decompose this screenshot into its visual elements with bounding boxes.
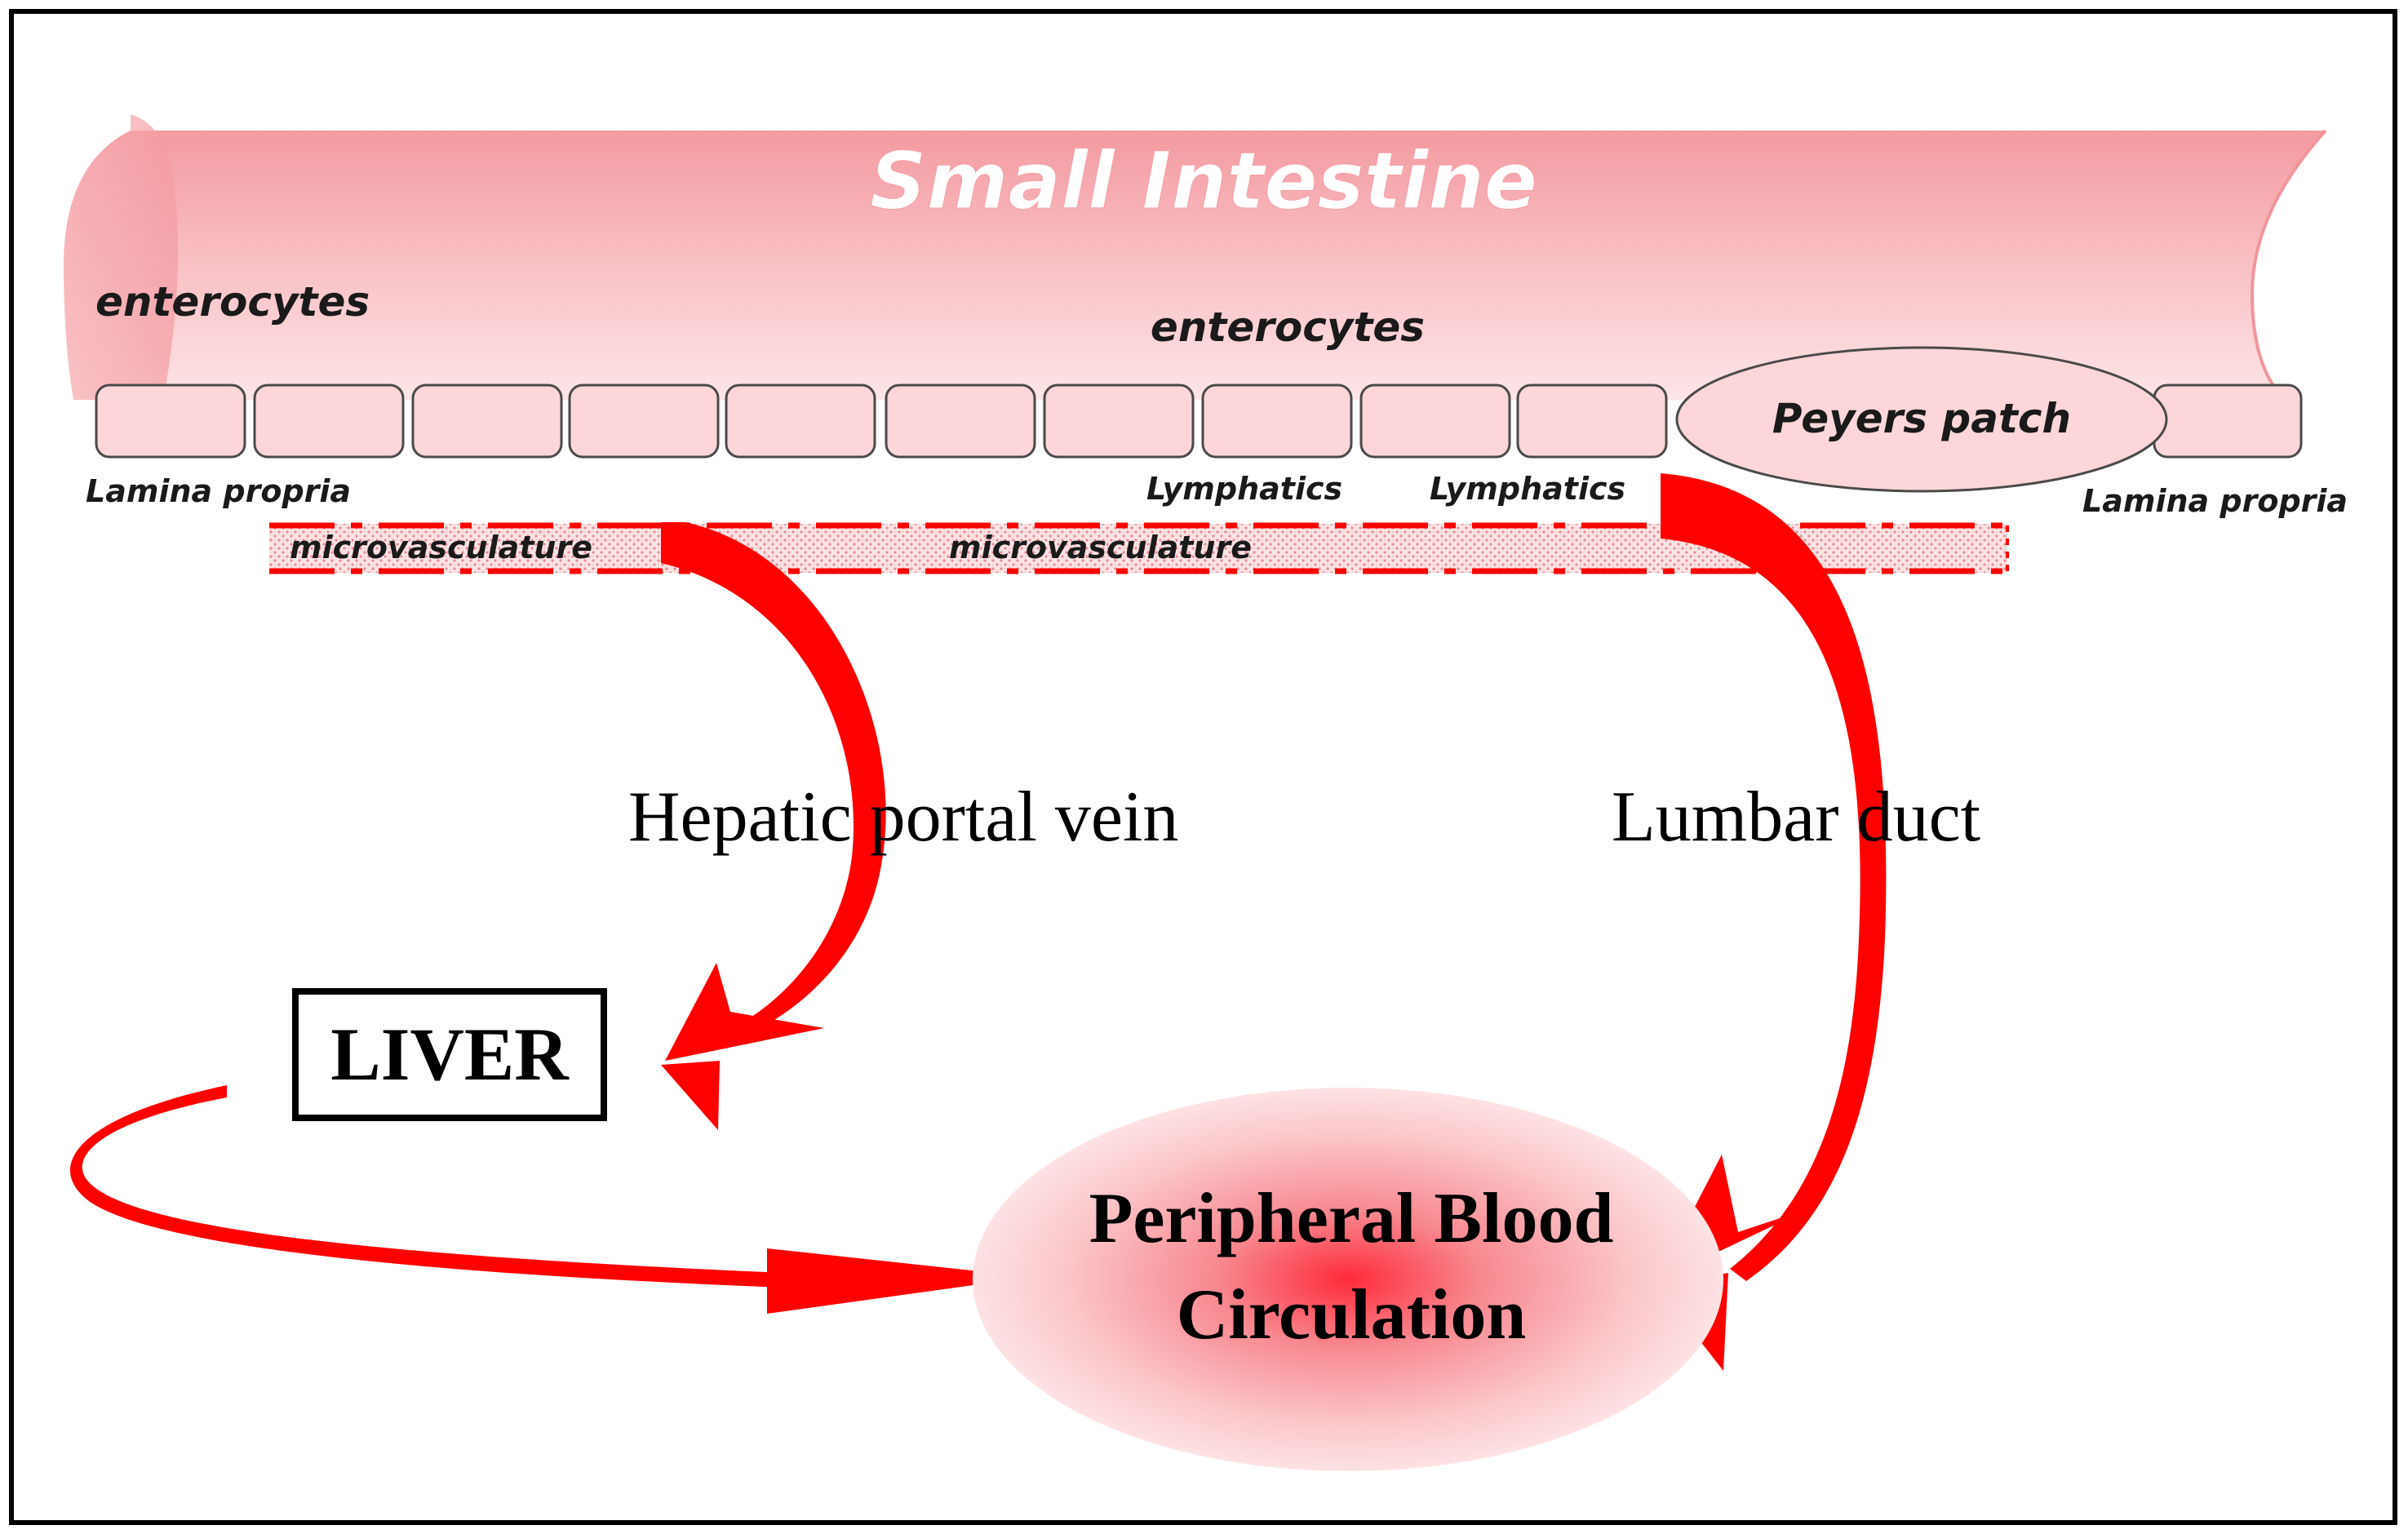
enterocyte-cell [1201,384,1353,459]
enterocyte-cell [1516,384,1668,459]
enterocyte-cell [568,384,720,459]
microvasculature-label-center: microvasculature [949,530,1252,565]
liver-box [292,988,607,1121]
peripheral-blood-label-line1: Peripheral Blood [1089,1179,1614,1258]
hepatic-portal-arrow [661,522,886,1130]
lymphatics-label-1: Lymphatics [1146,471,1342,507]
lamina-propria-label-left: Lamina propria [86,473,351,509]
enterocyte-cell [1359,384,1511,459]
enterocyte-row [95,384,2303,459]
lamina-propria-label-right: Lamina propria [2082,483,2348,519]
enterocyte-cell [95,384,246,459]
peyers-patch-label: Peyers patch [1772,395,2071,442]
enterocyte-cell [885,384,1036,459]
liver-label: LIVER [330,1013,570,1096]
enterocytes-label-center: enterocytes [1151,304,1425,351]
enterocyte-cell [2153,384,2303,459]
enterocyte-cell [253,384,405,459]
enterocytes-label-left: enterocytes [95,278,370,326]
lumbar-duct-label: Lumbar duct [1612,778,1980,857]
enterocyte-cell [725,384,876,459]
peripheral-blood-label-line2: Circulation [1177,1275,1527,1354]
liver-to-blood-arrow [69,1085,1032,1314]
enterocyte-cell [1043,384,1195,459]
small-intestine-tube [64,114,2327,401]
intestine-title: Small Intestine [870,135,1537,227]
microvasculature-label-left: microvasculature [290,530,592,565]
peyers-patch-shape [1675,346,2168,493]
peripheral-blood-ellipse [973,1088,1723,1471]
hepatic-portal-vein-label: Hepatic portal vein [628,778,1178,857]
enterocyte-cell [411,384,563,459]
lymphatics-label-2: Lymphatics [1430,471,1625,507]
